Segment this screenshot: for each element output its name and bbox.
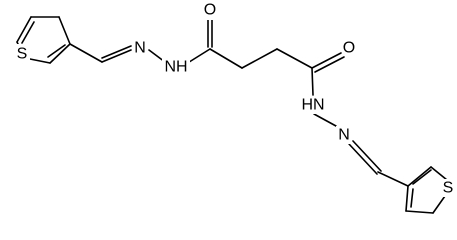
- bond: [16, 16, 32, 43]
- bond: [58, 16, 71, 45]
- bond: [377, 171, 409, 187]
- bond: [313, 113, 337, 127]
- bond: [209, 48, 243, 69]
- atom-nh-left: NH: [162, 58, 190, 76]
- bond: [29, 58, 51, 64]
- bond: [405, 185, 409, 212]
- bond: [311, 52, 342, 69]
- bond: [101, 45, 132, 59]
- bond: [352, 140, 382, 172]
- bond: [348, 143, 378, 175]
- bond: [69, 43, 103, 63]
- atom-label: S: [17, 46, 28, 63]
- bond: [21, 21, 35, 44]
- bond: [430, 166, 448, 181]
- bond: [47, 44, 66, 58]
- right-thiophene-ring: [405, 166, 448, 214]
- bond: [101, 49, 132, 63]
- bond: [407, 166, 432, 187]
- atom-label: O: [343, 40, 355, 57]
- atom-label: N: [134, 40, 146, 57]
- succinyl-backbone: [207, 16, 345, 73]
- atom-n-left: N: [132, 38, 148, 57]
- atom-label: N: [338, 127, 350, 144]
- bond: [276, 48, 313, 69]
- atom-s-left: S: [14, 44, 30, 63]
- right-hydrazone-chain: [311, 67, 409, 187]
- molecule-diagram: S O O N NH HN N S: [14, 1, 456, 214]
- bond: [432, 195, 446, 214]
- bond: [314, 56, 345, 73]
- bond: [412, 169, 432, 185]
- atom-s-right: S: [440, 179, 456, 197]
- bond: [405, 210, 434, 214]
- bond: [241, 48, 278, 69]
- atom-label: O: [204, 2, 216, 19]
- atom-label: NH: [164, 59, 187, 76]
- atom-hn-right: HN: [299, 96, 327, 114]
- bond: [49, 43, 71, 64]
- bond: [311, 67, 314, 96]
- atom-o-right: O: [342, 38, 358, 57]
- atom-label: HN: [301, 97, 324, 114]
- atom-n-right: N: [336, 126, 352, 144]
- bond: [410, 188, 414, 208]
- atom-label: S: [443, 180, 454, 197]
- atom-o-left: O: [202, 2, 218, 20]
- left-thiophene-ring: [16, 16, 71, 64]
